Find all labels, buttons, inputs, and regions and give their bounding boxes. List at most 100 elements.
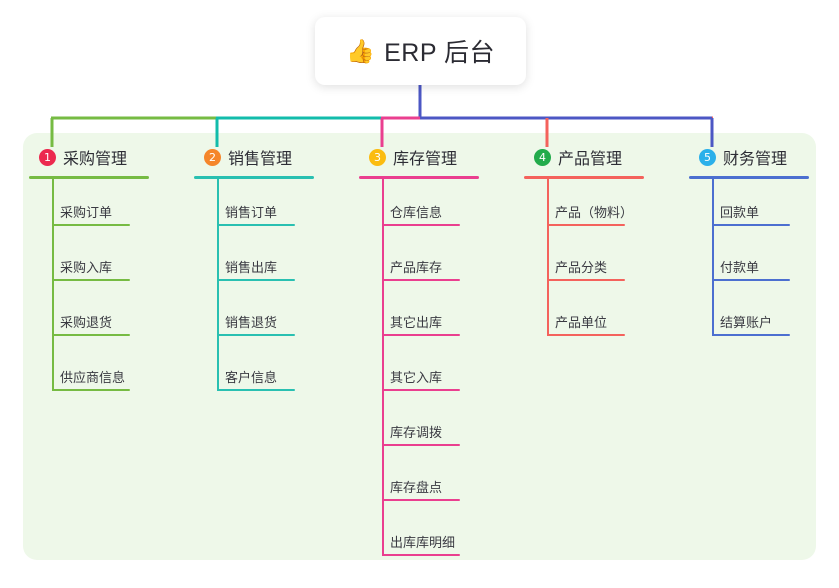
branch-item-underline [382, 279, 460, 281]
branch-title: 财务管理 [723, 151, 788, 168]
branch-item-label: 产品（物料） [555, 205, 634, 220]
branch-item-underline [52, 279, 130, 281]
branch-item-underline [712, 224, 790, 226]
branch-item-label: 采购入库 [60, 260, 113, 275]
branch-item[interactable]: 产品库存 [357, 234, 517, 289]
branch-item-label: 仓库信息 [390, 205, 443, 220]
branch-number-badge: 1 [39, 148, 56, 166]
branch-spine [382, 179, 384, 556]
branch-column-2: 2 销售管理销售订单销售出库销售退货客户信息 [192, 145, 352, 399]
branch-number-badge: 5 [699, 148, 716, 166]
branch-item-underline [712, 334, 790, 336]
branch-item[interactable]: 其它入库 [357, 344, 517, 399]
branch-title: 采购管理 [63, 151, 128, 168]
branch-items: 销售订单销售出库销售退货客户信息 [192, 179, 352, 399]
branch-column-3: 3 库存管理仓库信息产品库存其它出库其它入库库存调拨库存盘点出库库明细 [357, 145, 517, 564]
branch-spine [547, 179, 549, 336]
branch-item-underline [712, 279, 790, 281]
branch-item[interactable]: 库存调拨 [357, 399, 517, 454]
branch-title: 销售管理 [228, 151, 293, 168]
branch-item-underline [217, 389, 295, 391]
branch-underline [689, 176, 809, 179]
branch-item[interactable]: 出库库明细 [357, 509, 517, 564]
branch-item-underline [547, 279, 625, 281]
branch-item-label: 销售退货 [225, 315, 278, 330]
branch-underline [29, 176, 149, 179]
branch-item-underline [382, 389, 460, 391]
branch-header-2[interactable]: 2 销售管理 [192, 145, 352, 169]
branch-item[interactable]: 销售出库 [192, 234, 352, 289]
branch-item-label: 库存盘点 [390, 480, 443, 495]
branch-items: 仓库信息产品库存其它出库其它入库库存调拨库存盘点出库库明细 [357, 179, 517, 564]
branch-item-underline [217, 334, 295, 336]
branch-item-underline [217, 279, 295, 281]
branch-item[interactable]: 供应商信息 [27, 344, 187, 399]
branch-item-label: 采购退货 [60, 315, 113, 330]
branch-column-4: 4 产品管理产品（物料） 产品分类产品单位 [522, 145, 682, 344]
root-label: 👍 ERP 后台 [346, 33, 495, 69]
branch-item[interactable]: 付款单 [687, 234, 839, 289]
branch-underline [359, 176, 479, 179]
branch-item[interactable]: 回款单 [687, 179, 839, 234]
branch-item-label: 结算账户 [720, 315, 773, 330]
branch-item-underline [547, 224, 625, 226]
branch-spine [52, 179, 54, 391]
branch-title: 库存管理 [393, 151, 458, 168]
branch-header-5[interactable]: 5 财务管理 [687, 145, 839, 169]
branch-item-underline [382, 224, 460, 226]
branch-spine [217, 179, 219, 391]
branch-item-underline [382, 334, 460, 336]
branch-item-underline [382, 444, 460, 446]
branch-header-1[interactable]: 1 采购管理 [27, 145, 187, 169]
branch-item-label: 回款单 [720, 205, 760, 220]
branch-number-badge: 2 [204, 148, 221, 166]
branch-items: 回款单付款单结算账户 [687, 179, 839, 344]
branch-item-label: 采购订单 [60, 205, 113, 220]
branch-title: 产品管理 [558, 151, 623, 168]
branch-item[interactable]: 采购入库 [27, 234, 187, 289]
branch-item[interactable]: 产品单位 [522, 289, 682, 344]
branch-item-underline [52, 334, 130, 336]
branch-items: 采购订单采购入库采购退货供应商信息 [27, 179, 187, 399]
thumbs-up-icon: 👍 [345, 37, 376, 64]
branch-underline [524, 176, 644, 179]
branch-item-underline [382, 499, 460, 501]
branch-item[interactable]: 产品（物料） [522, 179, 682, 234]
branch-item-label: 其它入库 [390, 370, 443, 385]
branch-item-label: 客户信息 [225, 370, 278, 385]
branch-header-4[interactable]: 4 产品管理 [522, 145, 682, 169]
branch-column-1: 1 采购管理采购订单采购入库采购退货供应商信息 [27, 145, 187, 399]
branch-item[interactable]: 其它出库 [357, 289, 517, 344]
branch-header-3[interactable]: 3 库存管理 [357, 145, 517, 169]
branch-item-underline [52, 224, 130, 226]
branch-item[interactable]: 客户信息 [192, 344, 352, 399]
branch-item[interactable]: 仓库信息 [357, 179, 517, 234]
branch-item[interactable]: 采购订单 [27, 179, 187, 234]
branch-item-underline [547, 334, 625, 336]
branch-item-underline [52, 389, 130, 391]
branch-item-label: 库存调拨 [390, 425, 443, 440]
branch-item[interactable]: 结算账户 [687, 289, 839, 344]
branch-column-5: 5 财务管理回款单付款单结算账户 [687, 145, 839, 344]
branch-item-label: 产品分类 [555, 260, 608, 275]
root-node[interactable]: 👍 ERP 后台 [315, 17, 526, 85]
branch-item-label: 销售出库 [225, 260, 278, 275]
branch-item-label: 出库库明细 [390, 535, 456, 550]
branch-number-badge: 4 [534, 148, 551, 166]
branch-item[interactable]: 销售订单 [192, 179, 352, 234]
branch-item[interactable]: 库存盘点 [357, 454, 517, 509]
root-title: ERP 后台 [384, 39, 496, 67]
branch-spine [712, 179, 714, 336]
branch-number-badge: 3 [369, 148, 386, 166]
branch-item-underline [217, 224, 295, 226]
branch-item[interactable]: 采购退货 [27, 289, 187, 344]
branch-item-label: 其它出库 [390, 315, 443, 330]
branch-underline [194, 176, 314, 179]
branch-item-label: 产品单位 [555, 315, 608, 330]
branch-item[interactable]: 产品分类 [522, 234, 682, 289]
branch-item-label: 销售订单 [225, 205, 278, 220]
branch-item[interactable]: 销售退货 [192, 289, 352, 344]
branches-panel [23, 133, 816, 560]
branch-item-label: 供应商信息 [60, 370, 126, 385]
